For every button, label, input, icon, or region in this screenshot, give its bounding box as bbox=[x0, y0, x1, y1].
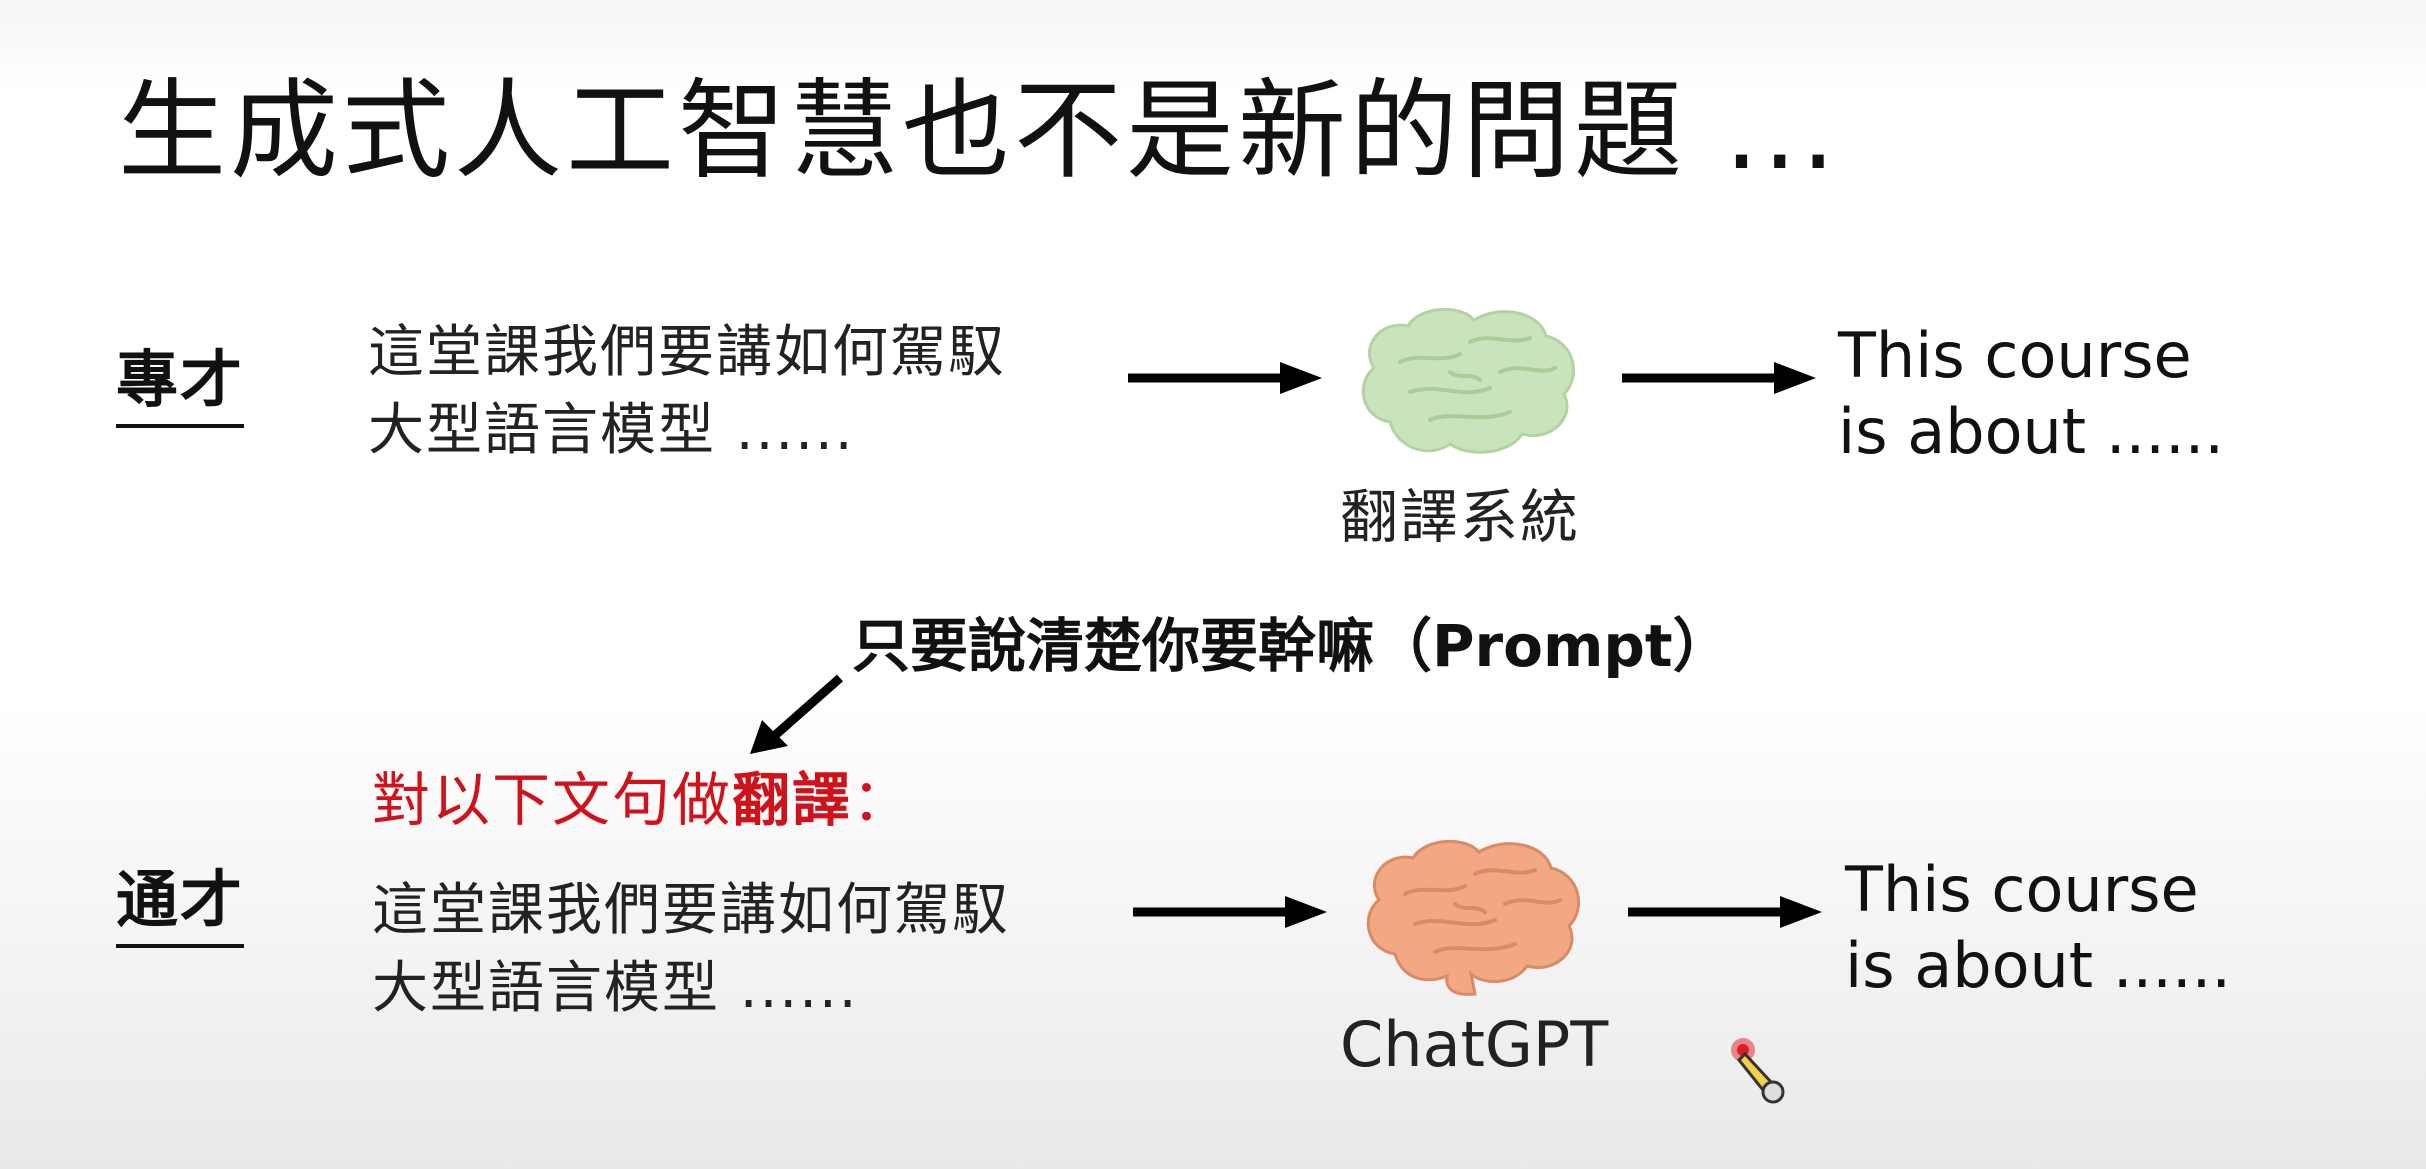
specialist-output-text: This course is about ...... bbox=[1838, 318, 2224, 470]
specialist-output-arrow bbox=[1622, 362, 1816, 394]
generalist-input-line2: 大型語言模型 ...... bbox=[372, 956, 859, 1021]
generalist-output-line2: is about ...... bbox=[1845, 929, 2232, 1002]
generalist-label: 通才 bbox=[116, 860, 245, 948]
specialist-input-line1: 這堂課我們要講如何駕馭 bbox=[368, 320, 1006, 385]
generalist-output-arrow bbox=[1628, 896, 1822, 928]
slide-title: 生成式人工智慧也不是新的問題 ... bbox=[118, 69, 1840, 194]
brain-icon bbox=[1361, 307, 1576, 454]
brain-icon bbox=[1366, 839, 1581, 996]
specialist-output-line2: is about ...... bbox=[1838, 395, 2225, 468]
chatgpt-label: ChatGPT bbox=[1340, 1008, 1609, 1081]
generalist-output-line1: This course bbox=[1845, 853, 2199, 926]
pen-pointer-icon bbox=[1731, 1038, 1785, 1104]
translation-instruction: 對以下文句做翻譯： bbox=[372, 762, 912, 838]
specialist-input-line2: 大型語言模型 ...... bbox=[368, 398, 855, 463]
instruction-prefix: 對以下文句做 bbox=[372, 766, 733, 834]
generalist-output-text: This course is about ...... bbox=[1845, 852, 2231, 1004]
prompt-callout: 只要說清楚你要幹嘛（Prompt） bbox=[852, 612, 1731, 680]
specialist-label: 專才 bbox=[116, 340, 245, 428]
specialist-input-arrow bbox=[1128, 362, 1322, 394]
translation-system-label: 翻譯系統 bbox=[1340, 483, 1581, 551]
generalist-input-line1: 這堂課我們要講如何駕馭 bbox=[372, 878, 1010, 943]
instruction-keyword: 翻譯 bbox=[732, 766, 853, 834]
specialist-input-text: 這堂課我們要講如何駕馭 大型語言模型 ...... bbox=[368, 314, 1006, 470]
generalist-input-text: 這堂課我們要講如何駕馭 大型語言模型 ...... bbox=[372, 872, 1010, 1028]
specialist-output-line1: This course bbox=[1838, 319, 2192, 392]
instruction-suffix: ： bbox=[852, 766, 913, 834]
generalist-input-arrow bbox=[1133, 896, 1327, 928]
prompt-arrow bbox=[750, 674, 843, 754]
